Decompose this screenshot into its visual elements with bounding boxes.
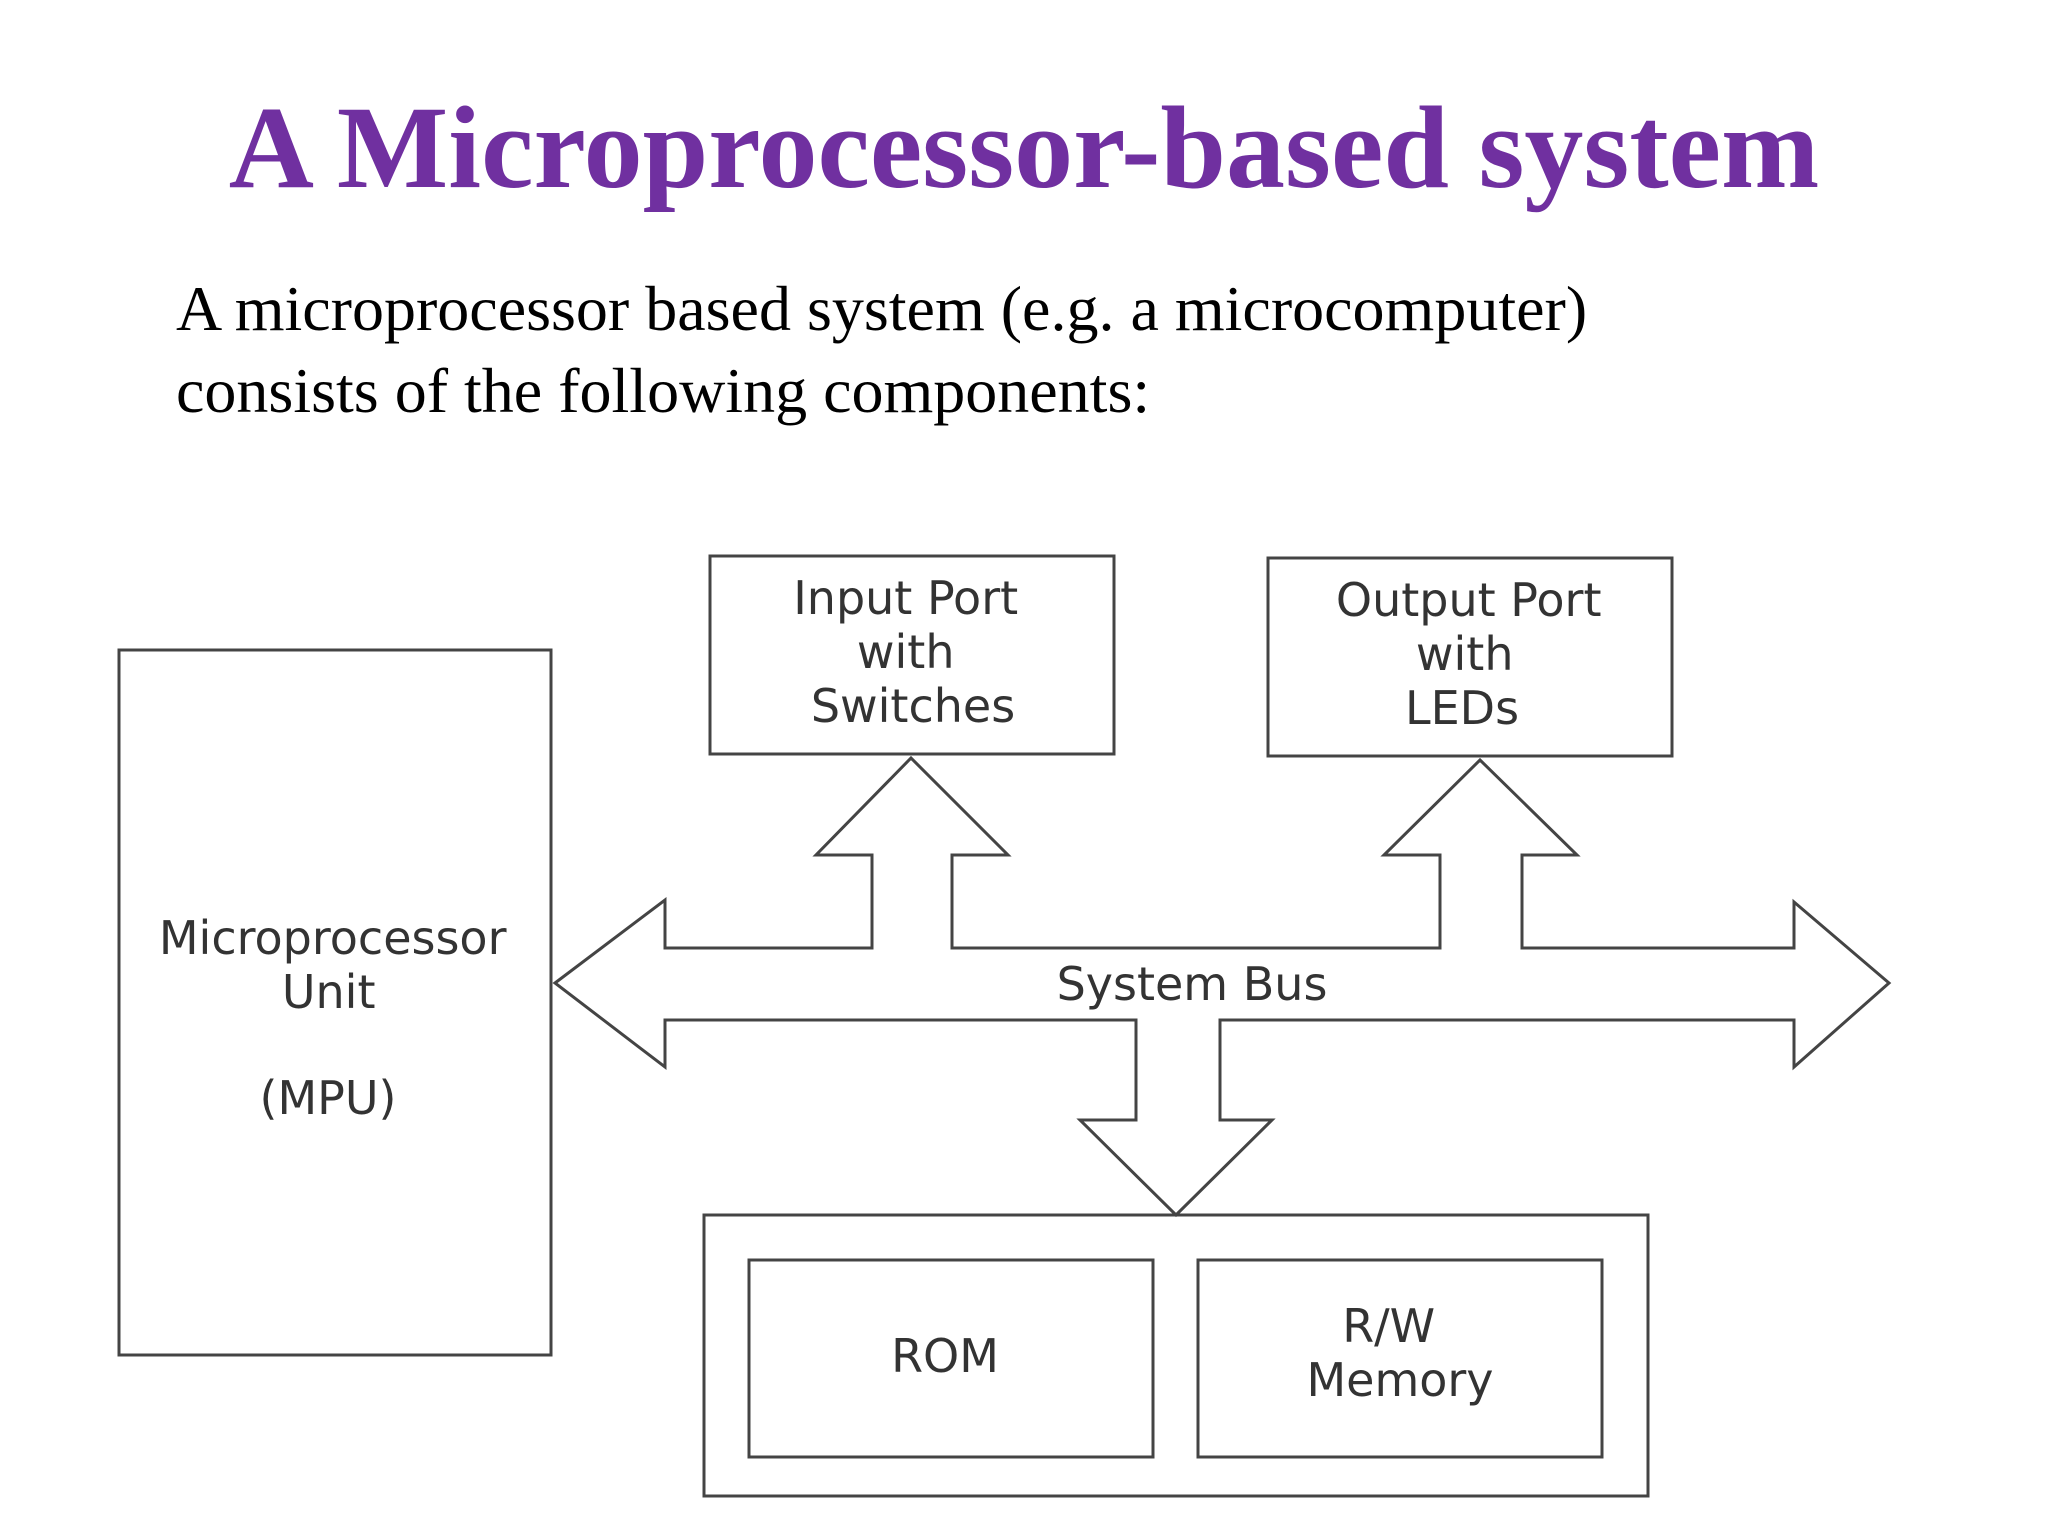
slide-title: A Microprocessor-based system	[228, 82, 1820, 213]
output-port-label: Output Port with LEDs	[1336, 573, 1616, 735]
memory-group-box	[702, 1213, 1650, 1498]
input-port-box	[708, 554, 1116, 756]
system-bus-label: System Bus	[1057, 957, 1328, 1011]
input-port-label: Input Port with Switches	[793, 571, 1033, 733]
mpu-label-line-2: Unit	[282, 965, 376, 1019]
rw-memory-box	[1196, 1258, 1604, 1459]
output-port-label-line-2: with	[1416, 627, 1514, 681]
mpu-label: Microprocessor Unit (MPU)	[159, 911, 521, 1125]
output-port-label-line-1: Output Port	[1336, 573, 1602, 627]
mpu-label-line-1: Microprocessor	[159, 911, 507, 965]
rw-memory-label: R/W Memory	[1306, 1299, 1493, 1407]
intro-text: A microprocessor based system (e.g. a mi…	[176, 268, 1838, 432]
output-port-label-line-3: LEDs	[1405, 681, 1519, 735]
rom-box	[747, 1258, 1155, 1459]
mpu-label-line-3: (MPU)	[260, 1071, 397, 1125]
system-bus-arrow	[552, 755, 1892, 1218]
input-port-label-line-2: with	[857, 625, 955, 679]
mpu-box	[117, 648, 553, 1357]
input-port-label-line-1: Input Port	[793, 571, 1018, 625]
intro-line-1: A microprocessor based system (e.g. a mi…	[176, 273, 1588, 344]
rw-memory-label-line-2: Memory	[1306, 1353, 1493, 1407]
input-port-label-line-3: Switches	[811, 679, 1015, 733]
output-port-box	[1266, 556, 1674, 758]
intro-line-2: consists of the following components:	[176, 355, 1151, 426]
rw-memory-label-line-1: R/W	[1342, 1299, 1435, 1353]
rom-label: ROM	[891, 1329, 999, 1383]
